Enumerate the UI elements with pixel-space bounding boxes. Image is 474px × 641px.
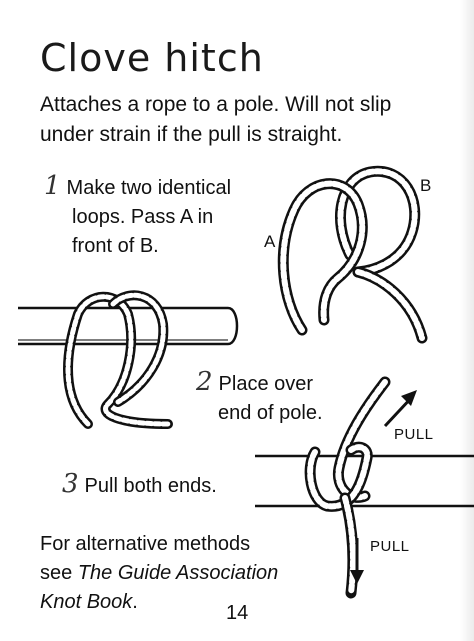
step-2-number: 2	[196, 367, 213, 397]
step-2-line-1: Place over	[218, 373, 314, 395]
page-title: Clove hitch	[40, 36, 264, 80]
two-loops-illustration	[277, 165, 428, 344]
step-1-line-1: Make two identical	[66, 177, 232, 199]
pull-up-arrow-icon	[383, 390, 417, 428]
alternative-suffix: .	[132, 591, 138, 613]
step-1-line-2: loops. Pass A in	[72, 206, 214, 228]
loop-a-rope	[280, 180, 366, 333]
alternative-prefix: see	[40, 562, 78, 584]
hitch-wrap	[307, 444, 371, 510]
book-title-line-1: The Guide Association	[77, 562, 279, 584]
page-edge-shadow	[460, 0, 474, 641]
hitch-lower-end	[342, 495, 356, 596]
loop-b-rope	[337, 168, 418, 275]
alternative-line-1: For alternative methods	[40, 533, 251, 555]
book-title-line-2: Knot Book	[40, 591, 133, 613]
step-1-number: 1	[44, 171, 61, 201]
page-number: 14	[226, 602, 249, 624]
step-1-line-3: front of B.	[72, 235, 159, 257]
pole-loop-left	[65, 294, 171, 427]
loop-b-label: B	[420, 176, 432, 195]
intro-text: Attaches a rope to a pole. Will not slip…	[40, 93, 392, 146]
pull-label-bottom: PULL	[370, 538, 410, 555]
step-3-number: 3	[62, 469, 79, 499]
pole-loop-right	[110, 292, 166, 405]
alternative-methods-note: For alternative methods see The Guide As…	[40, 530, 340, 617]
pull-down-arrow-icon	[350, 538, 364, 584]
step-2-line-2: end of pole.	[218, 402, 323, 424]
pull-label-top: PULL	[394, 426, 434, 443]
loop-a-label: A	[264, 232, 276, 251]
step-3-line-1: Pull both ends.	[84, 475, 217, 497]
pole-with-loops-illustration	[18, 290, 239, 429]
clove-hitch-illustration	[255, 376, 474, 599]
rope-end-outline	[352, 266, 428, 344]
rope-end	[355, 269, 425, 341]
